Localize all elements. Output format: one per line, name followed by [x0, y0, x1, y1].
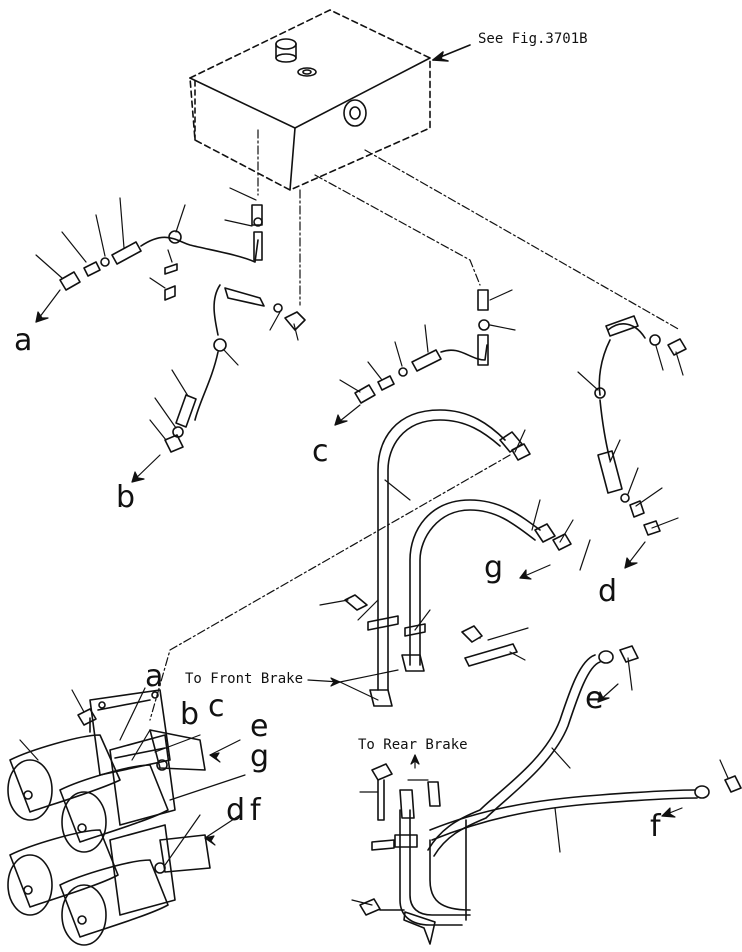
leader-lines-pipes	[307, 429, 574, 701]
see-fig-note: See Fig.3701B	[478, 31, 588, 47]
leader-lines-rear	[351, 539, 729, 906]
hose-assembly-a	[59, 204, 306, 453]
reservoir-tank	[189, 9, 431, 191]
front-brake-note: To Front Brake	[185, 671, 304, 687]
label-d-lower: d	[226, 793, 246, 828]
leader-lines-d	[577, 345, 684, 569]
hose-assembly-d	[594, 315, 687, 536]
leader-lines-ab	[35, 187, 299, 483]
brake-valve-cluster	[7, 689, 211, 946]
label-a-lower: a	[145, 659, 164, 694]
leader-lines-bracket	[487, 627, 529, 661]
label-f-lower: f	[250, 793, 261, 828]
hose-assembly-c	[354, 289, 490, 404]
label-e-lower: e	[250, 709, 269, 744]
label-g-upper: g	[484, 550, 504, 585]
label-c-lower: c	[208, 689, 225, 724]
label-b-upper: b	[116, 480, 136, 515]
label-g-lower: g	[250, 739, 270, 774]
bracket-and-bolt-mid	[344, 594, 518, 667]
rear-brake-note: To Rear Brake	[358, 737, 468, 753]
rear-pipe-assembly	[371, 645, 742, 945]
leader-lines-c	[334, 289, 516, 426]
label-b-lower: b	[180, 697, 200, 732]
label-a-upper: a	[14, 323, 33, 358]
rear-bolts	[359, 763, 405, 916]
leader-lines-valves	[19, 687, 246, 866]
label-e-upper: e	[585, 681, 604, 716]
label-c-upper: c	[312, 434, 329, 469]
label-d-upper: d	[598, 574, 618, 609]
label-f-upper: f	[650, 809, 661, 844]
brake-pipes	[367, 409, 572, 707]
